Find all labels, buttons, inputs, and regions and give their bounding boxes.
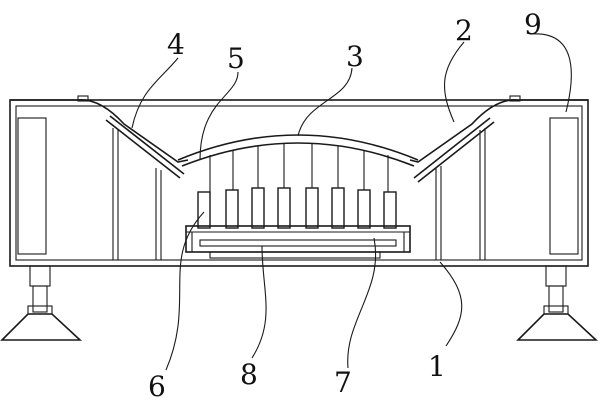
callout-2: 2 [455, 14, 473, 47]
arched-plate [178, 135, 418, 166]
left-foot [2, 266, 80, 340]
callout-4: 4 [167, 28, 185, 61]
slide-rail [200, 240, 396, 258]
callout-7: 7 [334, 366, 352, 399]
callout-9: 9 [524, 8, 542, 41]
callout-6: 6 [148, 370, 166, 403]
callout-3: 3 [346, 40, 364, 73]
callout-1: 1 [428, 350, 446, 383]
push-rods [210, 144, 388, 196]
callout-5: 5 [227, 42, 245, 75]
mounting-base [186, 226, 410, 252]
right-guide-plate [414, 118, 494, 182]
side-compartments [18, 118, 578, 254]
cylinders [198, 188, 396, 228]
housing-frame [10, 100, 588, 266]
right-foot [518, 266, 596, 340]
callout-8: 8 [240, 358, 258, 391]
